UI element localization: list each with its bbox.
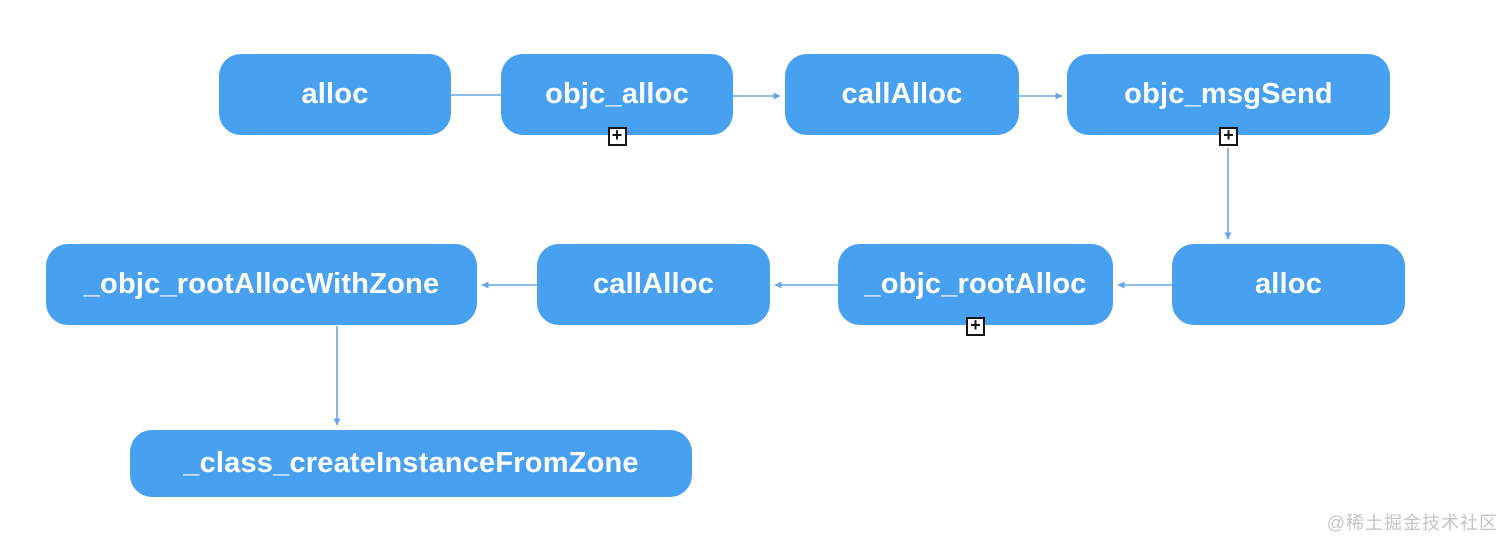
node-callalloc-2[interactable]: callAlloc <box>537 244 770 325</box>
node-callalloc-1[interactable]: callAlloc <box>785 54 1019 135</box>
node-alloc-1[interactable]: alloc <box>219 54 451 135</box>
node-objc-rootallocwithzone[interactable]: _objc_rootAllocWithZone <box>46 244 477 325</box>
node-label-callalloc-2: callAlloc <box>592 268 715 300</box>
node-label-alloc-1: alloc <box>301 78 369 110</box>
node-label-objc-rootalloc: _objc_rootAlloc <box>864 268 1087 300</box>
node-class-createinstancefromzone[interactable]: _class_createInstanceFromZone <box>130 430 692 497</box>
expand-plus-icon-objc-alloc[interactable]: + <box>607 126 627 146</box>
node-objc-rootalloc[interactable]: _objc_rootAlloc <box>838 244 1113 325</box>
expand-plus-icon-objc-rootalloc[interactable]: + <box>966 316 985 336</box>
node-label-objc-rootallocwithzone: _objc_rootAllocWithZone <box>83 268 440 300</box>
node-label-class-createinstancefromzone: _class_createInstanceFromZone <box>183 447 639 479</box>
watermark: @稀土掘金技术社区 <box>1326 513 1498 533</box>
node-label-objc-alloc: objc_alloc <box>545 78 689 110</box>
node-alloc-2[interactable]: alloc <box>1172 244 1405 325</box>
node-objc-alloc[interactable]: objc_alloc <box>501 54 733 135</box>
node-label-alloc-2: alloc <box>1254 268 1323 300</box>
node-label-objc-msgsend: objc_msgSend <box>1124 78 1333 110</box>
expand-plus-icon-objc-msgsend[interactable]: + <box>1219 126 1238 146</box>
node-label-callalloc-1: callAlloc <box>841 78 963 110</box>
node-objc-msgsend[interactable]: objc_msgSend <box>1067 54 1390 135</box>
